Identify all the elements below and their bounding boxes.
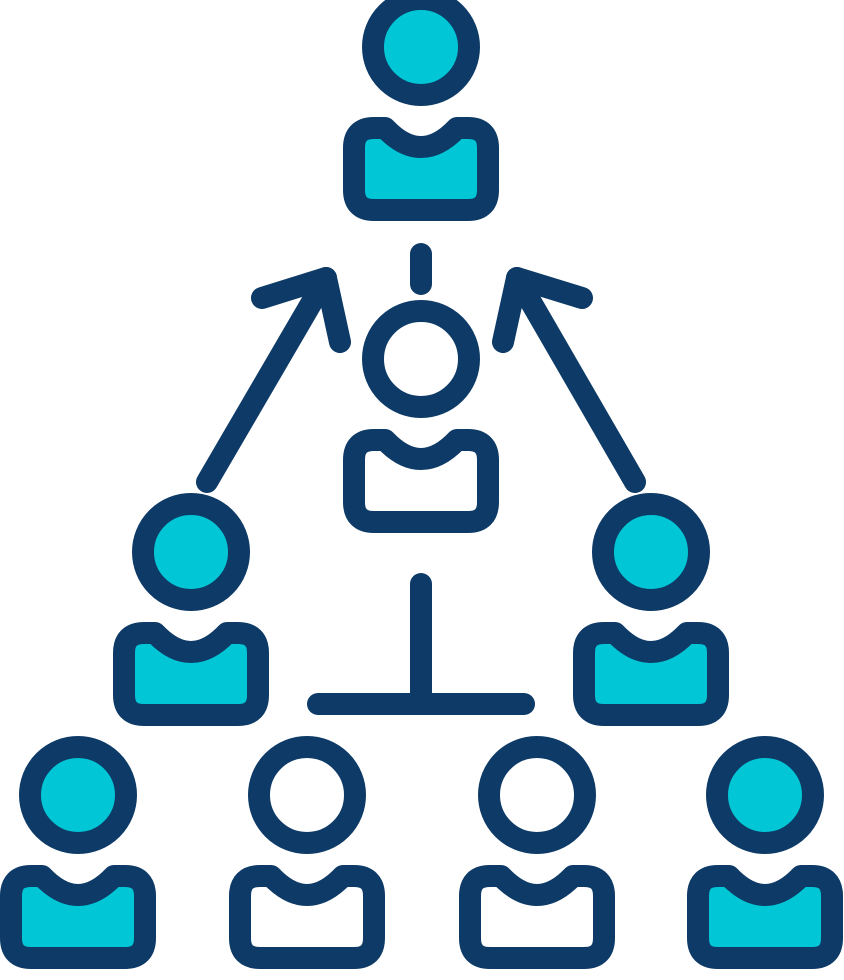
person-body [687, 865, 843, 969]
person-body [459, 865, 615, 969]
person-icon [343, 300, 499, 533]
person-icon [687, 736, 843, 969]
person-head [132, 493, 250, 611]
person-head [592, 493, 710, 611]
person-head [478, 736, 596, 854]
person-head [362, 0, 480, 106]
person-icon [113, 493, 269, 726]
person-icon [573, 493, 729, 726]
person-head [362, 300, 480, 418]
left-arrow-head [251, 267, 351, 353]
person-icon [343, 0, 499, 221]
person-icon [0, 736, 156, 969]
person-icon [229, 736, 385, 969]
person-head [19, 736, 137, 854]
person-head [248, 736, 366, 854]
connectors [196, 243, 646, 715]
right-arrow-shaft [506, 267, 646, 493]
person-body [229, 865, 385, 969]
person-body [343, 429, 499, 533]
left-arrow-shaft [196, 267, 337, 493]
person-body [0, 865, 156, 969]
person-body [343, 117, 499, 221]
person-body [573, 622, 729, 726]
person-head [706, 736, 824, 854]
right-arrow-head [492, 267, 593, 353]
person-icon [459, 736, 615, 969]
person-body [113, 622, 269, 726]
